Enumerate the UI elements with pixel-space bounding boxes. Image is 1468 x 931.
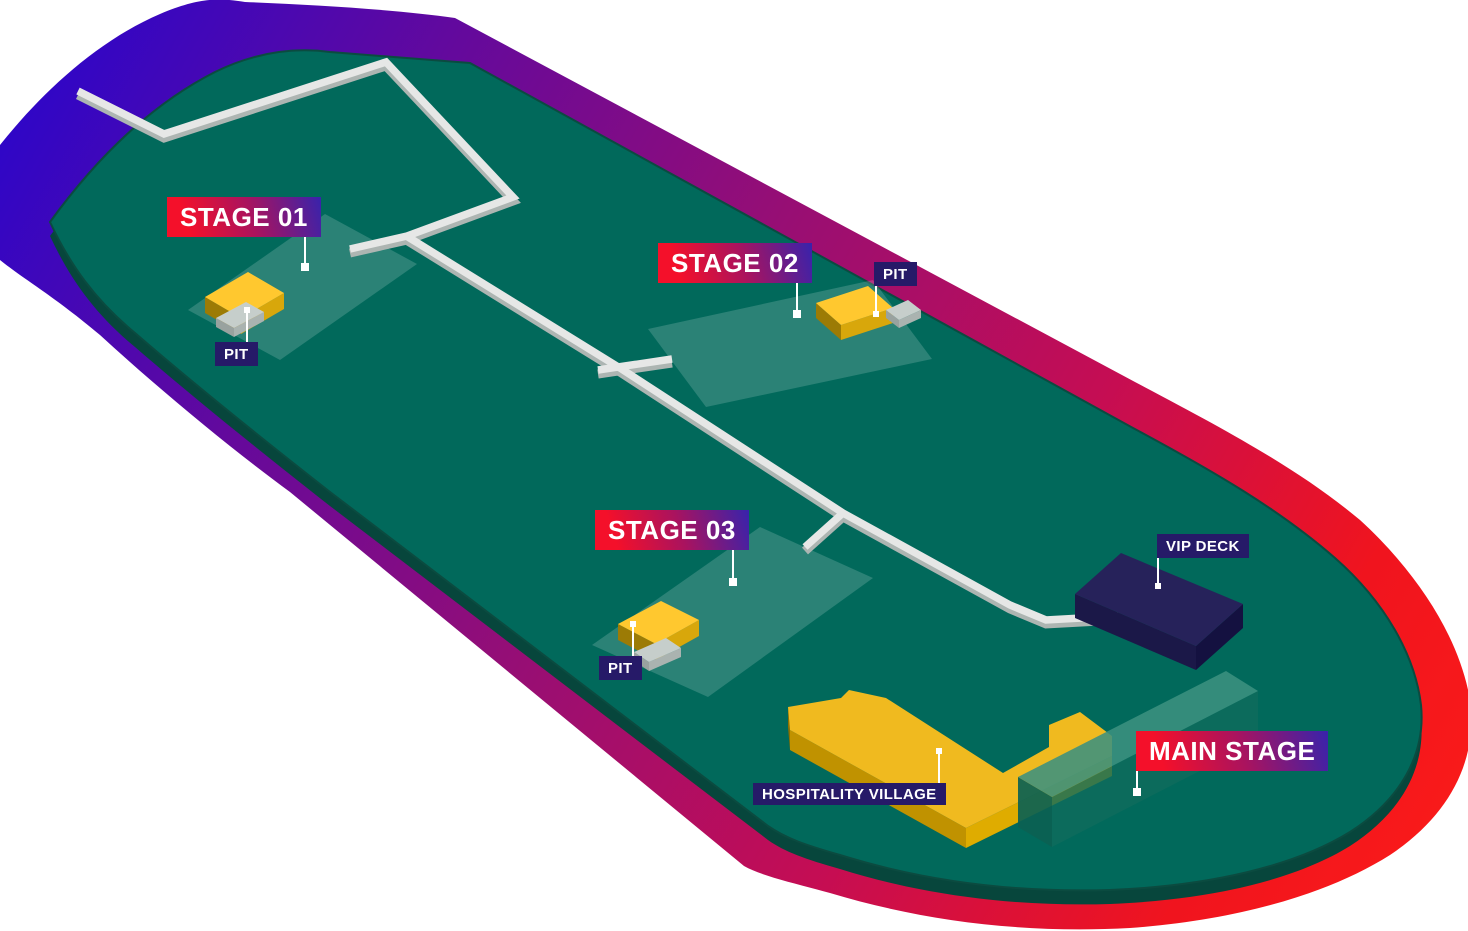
pit1-side [216,318,234,337]
main-stage-face-sw [1018,777,1052,847]
hospitality-face-tip [788,707,790,750]
vip-deck-top [1075,553,1243,646]
fence-gate-stage02 [597,355,673,374]
stage02-face-se [841,308,893,340]
vip-deck-label: VIP DECK [1157,534,1249,558]
stage02-face-sw [816,303,841,340]
stage01-pit-label-text: PIT [224,345,249,363]
vip-deck-face-sw [1075,594,1196,670]
pit1-top [216,302,264,328]
pit2-top [886,300,921,320]
pit3-side2 [649,648,681,671]
stage03-pit-label-text: PIT [608,659,633,677]
stage01-top [205,272,284,318]
cutoff-label-box [650,914,777,931]
label-connector-dots [244,263,1161,796]
stage03-label: STAGE 03 [595,510,749,550]
stage02-pit-label-text: PIT [883,265,908,283]
hospitality-village-label: HOSPITALITY VILLAGE [753,783,946,805]
hospitality-village-label-text: HOSPITALITY VILLAGE [762,785,937,803]
stage01-label: STAGE 01 [167,197,321,237]
pit1-side2 [234,312,264,337]
festival-field [48,49,1423,892]
stage03-pit-label: PIT [599,656,642,680]
pit2-side2 [899,310,921,328]
fence-north [76,57,520,253]
vip-deck-face-se [1196,604,1243,670]
stage02-top [816,286,893,325]
main-stage-label: MAIN STAGE [1136,731,1329,771]
stage01-pit-riser[interactable] [216,302,264,337]
fence-path [76,57,1119,624]
stage02-label-text: STAGE 02 [671,247,799,278]
label-connectors [246,237,1159,788]
main-stage-label-text: MAIN STAGE [1149,735,1316,766]
stage01-pit-label: PIT [215,342,258,366]
stage03-label-text: STAGE 03 [608,514,736,545]
stage03-top [618,601,699,644]
stage01-label-text: STAGE 01 [180,201,308,232]
vip-deck-label-text: VIP DECK [1166,537,1240,555]
stage02-pit-label: PIT [874,262,917,286]
fence-gate-stage03 [802,510,846,550]
stage02-block[interactable] [816,286,893,340]
pit2-side [886,310,899,328]
fence-central [406,233,1119,624]
vip-deck-block[interactable] [1075,553,1243,670]
stage02-label: STAGE 02 [658,243,812,283]
stage02-pit-riser[interactable] [886,300,921,328]
pit3-top [634,638,681,662]
